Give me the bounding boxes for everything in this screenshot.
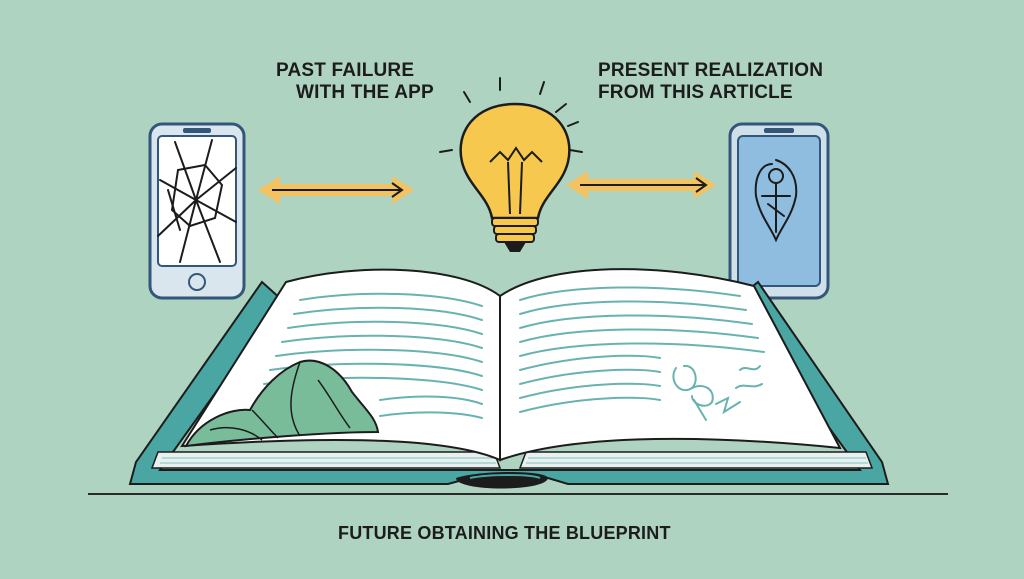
- present-caption-line1: PRESENT REALIZATION: [598, 60, 824, 81]
- future-caption: FUTURE OBTAINING THE BLUEPRINT: [338, 523, 671, 543]
- past-failure-caption: PAST FAILURE WITH THE APP: [276, 60, 434, 104]
- open-book-icon: [128, 268, 890, 489]
- lightbulb-icon: [439, 77, 583, 252]
- past-caption-line2: WITH THE APP: [296, 82, 434, 103]
- phone-with-emblem-icon: [728, 122, 830, 300]
- double-arrow-icon: [566, 171, 716, 199]
- present-realization-caption: PRESENT REALIZATION FROM THIS ARTICLE: [598, 60, 823, 104]
- present-caption-line2: FROM THIS ARTICLE: [598, 82, 793, 103]
- double-arrow-icon: [258, 176, 414, 204]
- broken-phone-icon: [148, 122, 246, 300]
- past-caption-line1: PAST FAILURE: [276, 60, 415, 81]
